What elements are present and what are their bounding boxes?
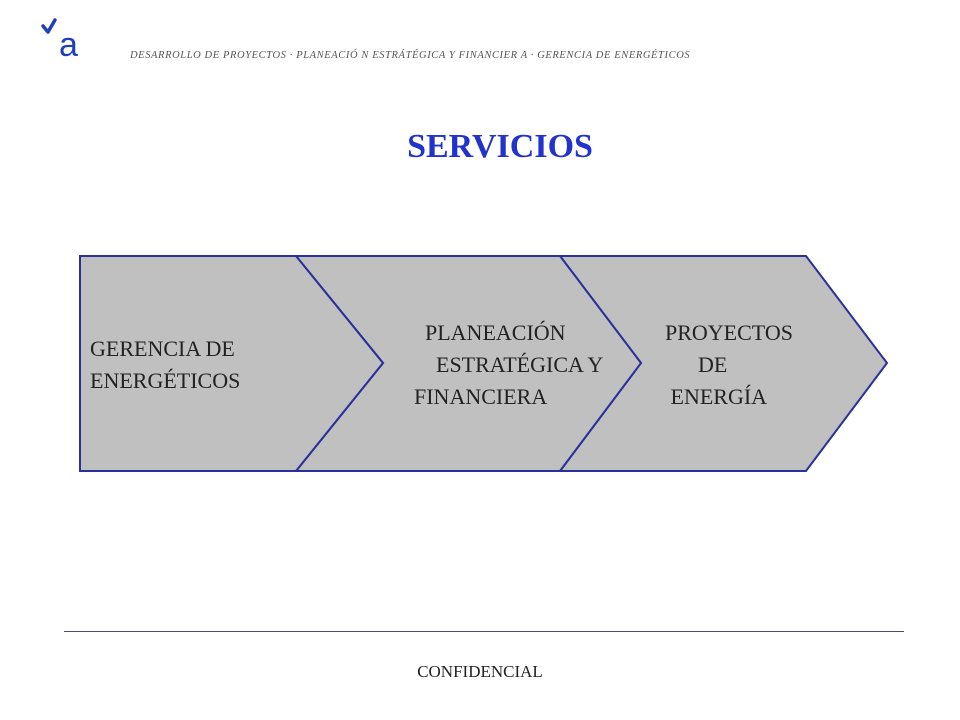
chevron-label-planeacion: PLANEACIÓN ESTRATÉGICA Y FINANCIERA	[414, 320, 604, 409]
footer-confidential: CONFIDENCIAL	[417, 662, 543, 681]
svg-text:a: a	[59, 26, 78, 62]
header-tagline: DESARROLLO DE PROYECTOS · PLANEACIÓ N ES…	[130, 50, 691, 61]
chevron-gerencia	[79, 255, 385, 472]
chevron-label-proyectos: PROYECTOS DE ENERGÍA	[665, 320, 793, 409]
chevron-label-gerencia: GERENCIA DE ENERGÉTICOS	[90, 336, 241, 393]
footer-divider	[64, 631, 904, 632]
brand-logo-icon: a	[41, 18, 78, 62]
page-title: SERVICIOS	[407, 128, 593, 165]
